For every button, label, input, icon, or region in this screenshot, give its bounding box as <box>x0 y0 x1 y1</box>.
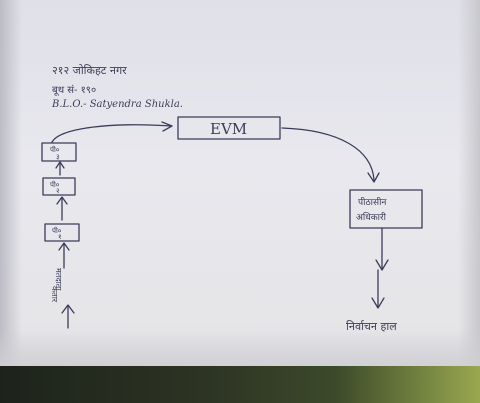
officer-label-bottom: अधिकारी <box>356 211 387 223</box>
box-p1-label-a: पी० <box>52 226 62 235</box>
box-p2 <box>42 177 76 196</box>
background-surface <box>0 366 480 403</box>
officer-box <box>349 189 423 229</box>
box-p3 <box>41 142 77 162</box>
arrow-to-evm <box>51 124 173 143</box>
arrow-evm-to-officer <box>281 127 375 181</box>
box-p3-label-a: पी० <box>50 145 60 154</box>
header-line-1: २१२ जोकिहट नगर <box>52 64 127 77</box>
voter-label-b: कतार <box>50 286 59 303</box>
result-label: निर्वाचन हाल <box>346 320 397 333</box>
header-line-2: बूथ सं- १९० <box>52 85 97 96</box>
evm-label: EVM <box>210 120 247 138</box>
header-line-3: B.L.O.- Satyendra Shukla. <box>52 99 183 110</box>
paper-shadow-right <box>458 0 480 403</box>
box-p1 <box>44 223 80 242</box>
box-p2-label-a: पी० <box>50 180 60 189</box>
voter-label-a: मतदाता <box>54 268 63 291</box>
box-p3-label-b: ३ <box>56 153 60 161</box>
evm-box <box>177 116 281 140</box>
paper-lower-shade <box>0 330 480 370</box>
box-p1-label-b: १ <box>58 233 62 241</box>
box-p2-label-b: २ <box>56 187 60 195</box>
officer-label-top: पीठासीन <box>358 196 387 208</box>
paper-shadow-left <box>0 0 22 403</box>
